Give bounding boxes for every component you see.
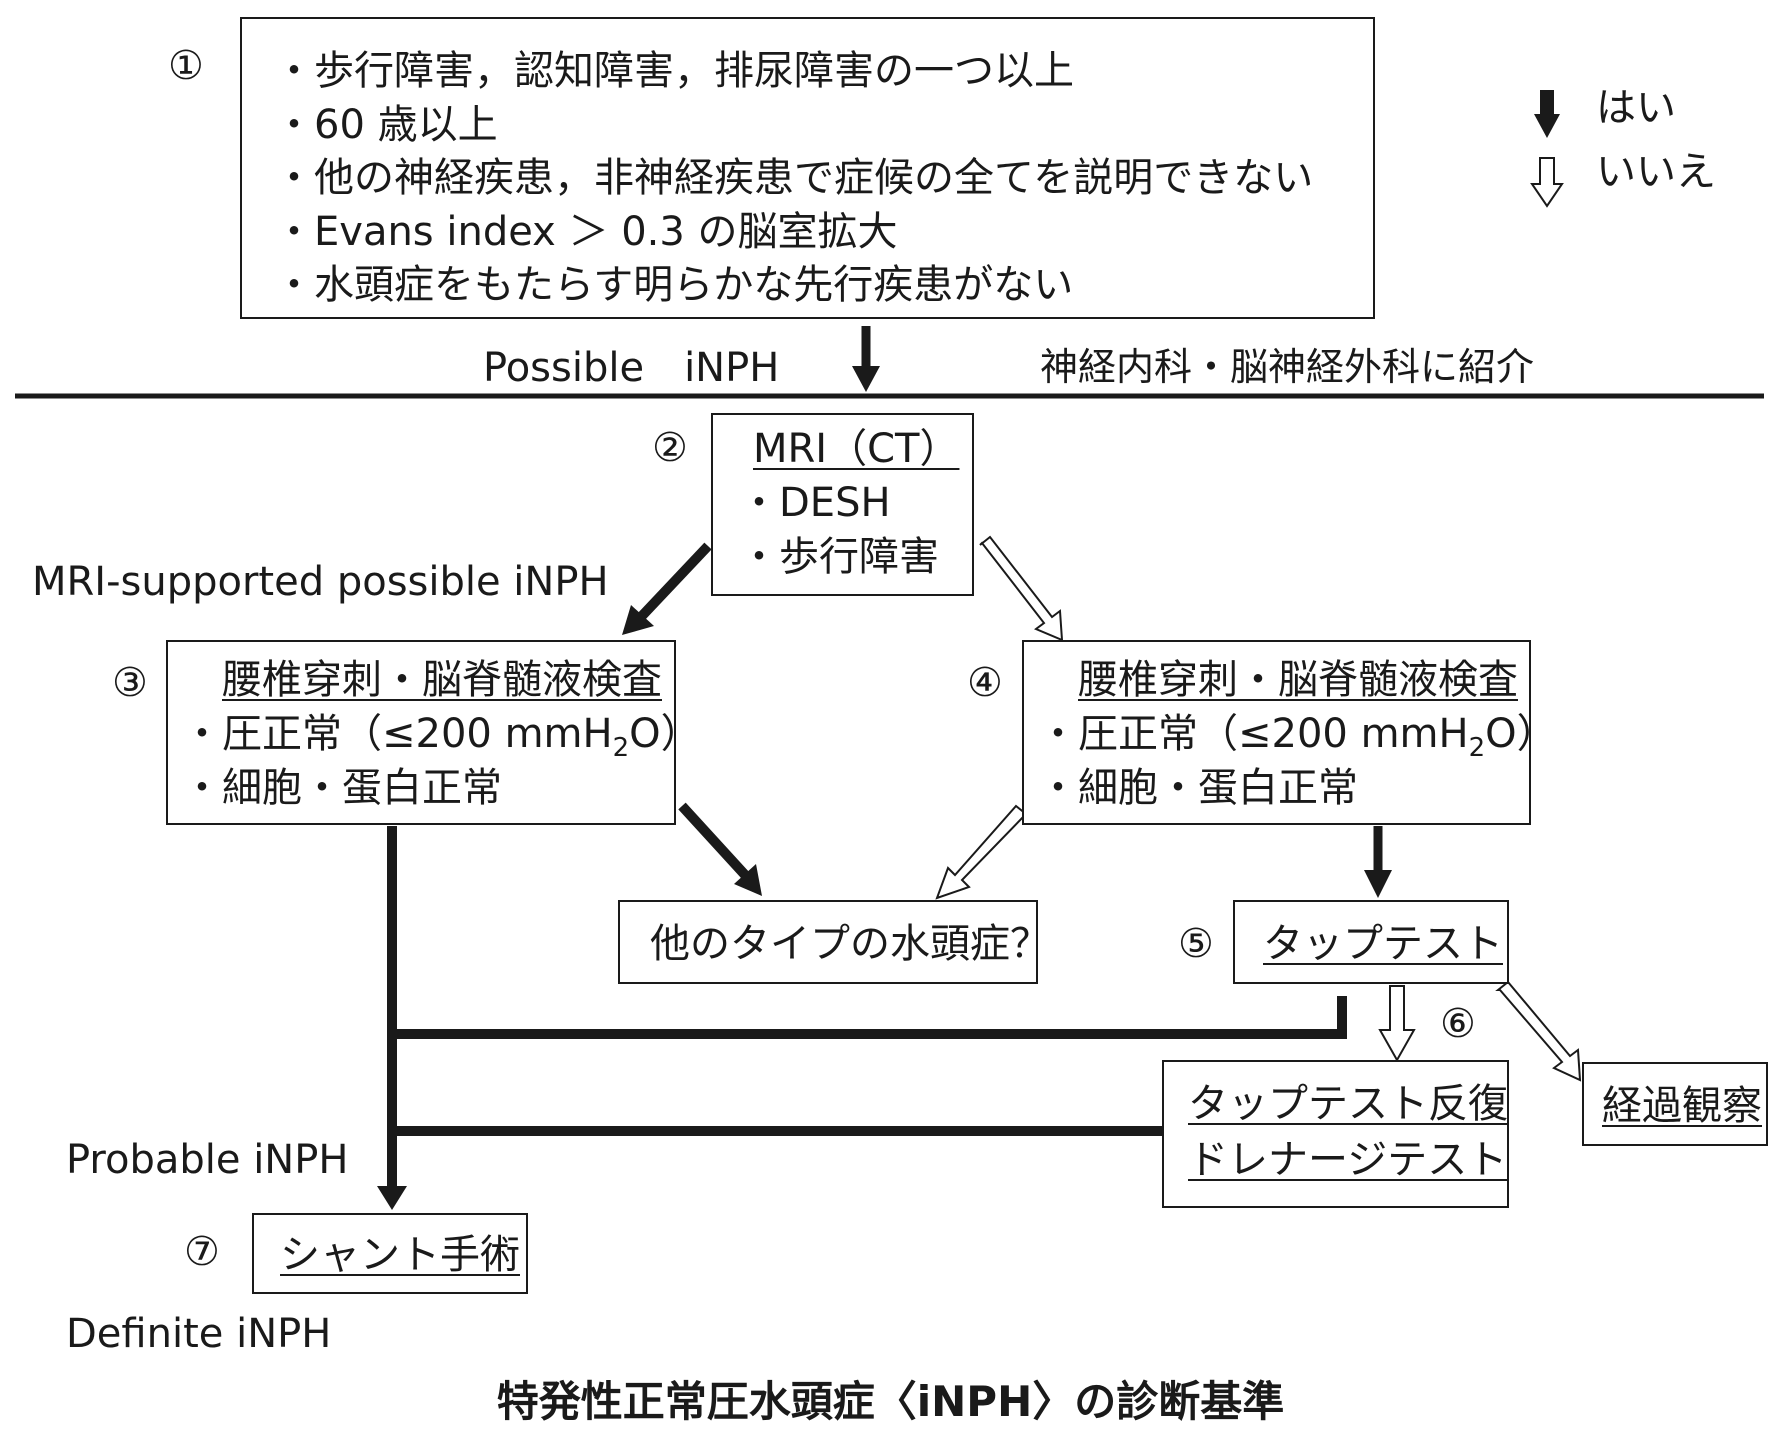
mri-supported-label: MRI-supported possible iNPH [32,559,609,605]
arrow-step5-observation [1495,980,1582,1082]
step1-number: ① [168,43,204,89]
step6-box: タップテスト反復 ドレナージテスト [1162,1060,1509,1208]
observation-label: 経過観察 [1602,1083,1762,1129]
step1-item: ・Evans index ＞ 0.3 の脳室拡大 [274,208,898,255]
arrow-head-step2-step3 [622,605,654,635]
definite-inph-label: Definite iNPH [66,1311,332,1357]
step5-title: タップテスト [1263,921,1503,967]
step7-number: ⑦ [184,1229,220,1275]
step3-item-pressure: ・圧正常（≤200 mmH2O） [182,711,701,763]
observation-box: 経過観察 [1582,1062,1768,1146]
arrow-step5-step6 [1378,985,1416,1063]
step2-item-desh: ・DESH [739,480,891,526]
arrow-head-step4-step5 [1364,870,1392,898]
other-type-box: 他のタイプの水頭症？ [618,900,1050,984]
step4-lumbar-box: 腰椎穿刺・脳脊髄液検査 ・圧正常（≤200 mmH2O） ・細胞・蛋白正常 [1022,640,1557,825]
legend-yes-arrow-head [1534,114,1560,138]
arrow-step2-step4 [979,535,1064,642]
referral-label: 神経内科・脳神経外科に紹介 [1040,345,1535,389]
step2-item-gait: ・歩行障害 [739,534,939,580]
step3-number: ③ [112,660,148,706]
step6-line1: タップテスト反復 [1188,1081,1508,1127]
step1-criteria-box: ・歩行障害，認知障害，排尿障害の一つ以上 ・60 歳以上 ・他の神経疾患，非神経… [240,17,1375,319]
step7-shunt-box: シャント手術 [252,1213,528,1294]
legend-no-arrow [1530,157,1564,208]
step2-mri-box: MRI（CT） ・DESH ・歩行障害 [711,413,974,596]
step4-title: 腰椎穿刺・脳脊髄液検査 [1078,657,1518,703]
step3-lumbar-box: 腰椎穿刺・脳脊髄液検査 ・圧正常（≤200 mmH2O） ・細胞・蛋白正常 [166,640,701,825]
possible-inph-label: Possible iNPH [483,345,780,391]
step5-number: ⑤ [1178,921,1214,967]
arrow-head-step3-other [734,864,762,896]
step2-number: ② [652,425,688,471]
arrow-head-shunt [377,1186,407,1210]
figure-caption: 特発性正常圧水頭症〈iNPH〉の診断基準 [496,1377,1285,1426]
step1-item: ・水頭症をもたらす明らかな先行疾患がない [274,262,1074,308]
step4-item-pressure: ・圧正常（≤200 mmH2O） [1038,711,1557,763]
arrow-step2-step3 [636,542,712,622]
step3-item-cells: ・細胞・蛋白正常 [182,765,502,811]
step5-tap-test-box: タップテスト [1233,900,1509,984]
step1-item: ・他の神経疾患，非神経疾患で症候の全てを説明できない [274,155,1314,201]
step1-criteria-list: ・歩行障害，認知障害，排尿障害の一つ以上 ・60 歳以上 ・他の神経疾患，非神経… [274,45,1313,313]
arrow-step3-other [678,802,750,880]
step7-title: シャント手術 [280,1232,520,1278]
step1-item: ・60 歳以上 [274,101,498,148]
step4-number: ④ [967,660,1003,706]
legend-yes-arrow-shaft [1540,90,1554,116]
step3-title: 腰椎穿刺・脳脊髄液検査 [222,657,662,703]
step2-title: MRI（CT） [753,426,960,472]
legend-yes-label: はい [1596,85,1676,131]
other-type-label: 他のタイプの水頭症？ [650,921,1050,967]
arrow-step4-other [935,804,1028,900]
step6-line2: ドレナージテスト [1188,1137,1508,1183]
legend-no-label: いいえ [1596,149,1716,195]
step4-item-cells: ・細胞・蛋白正常 [1038,765,1358,811]
connector-step5-trunk [392,996,1347,1039]
probable-inph-label: Probable iNPH [66,1137,349,1183]
arrow-head-step1-step2 [852,366,880,392]
step6-number: ⑥ [1440,1001,1476,1047]
step1-item: ・歩行障害，認知障害，排尿障害の一つ以上 [274,48,1074,94]
